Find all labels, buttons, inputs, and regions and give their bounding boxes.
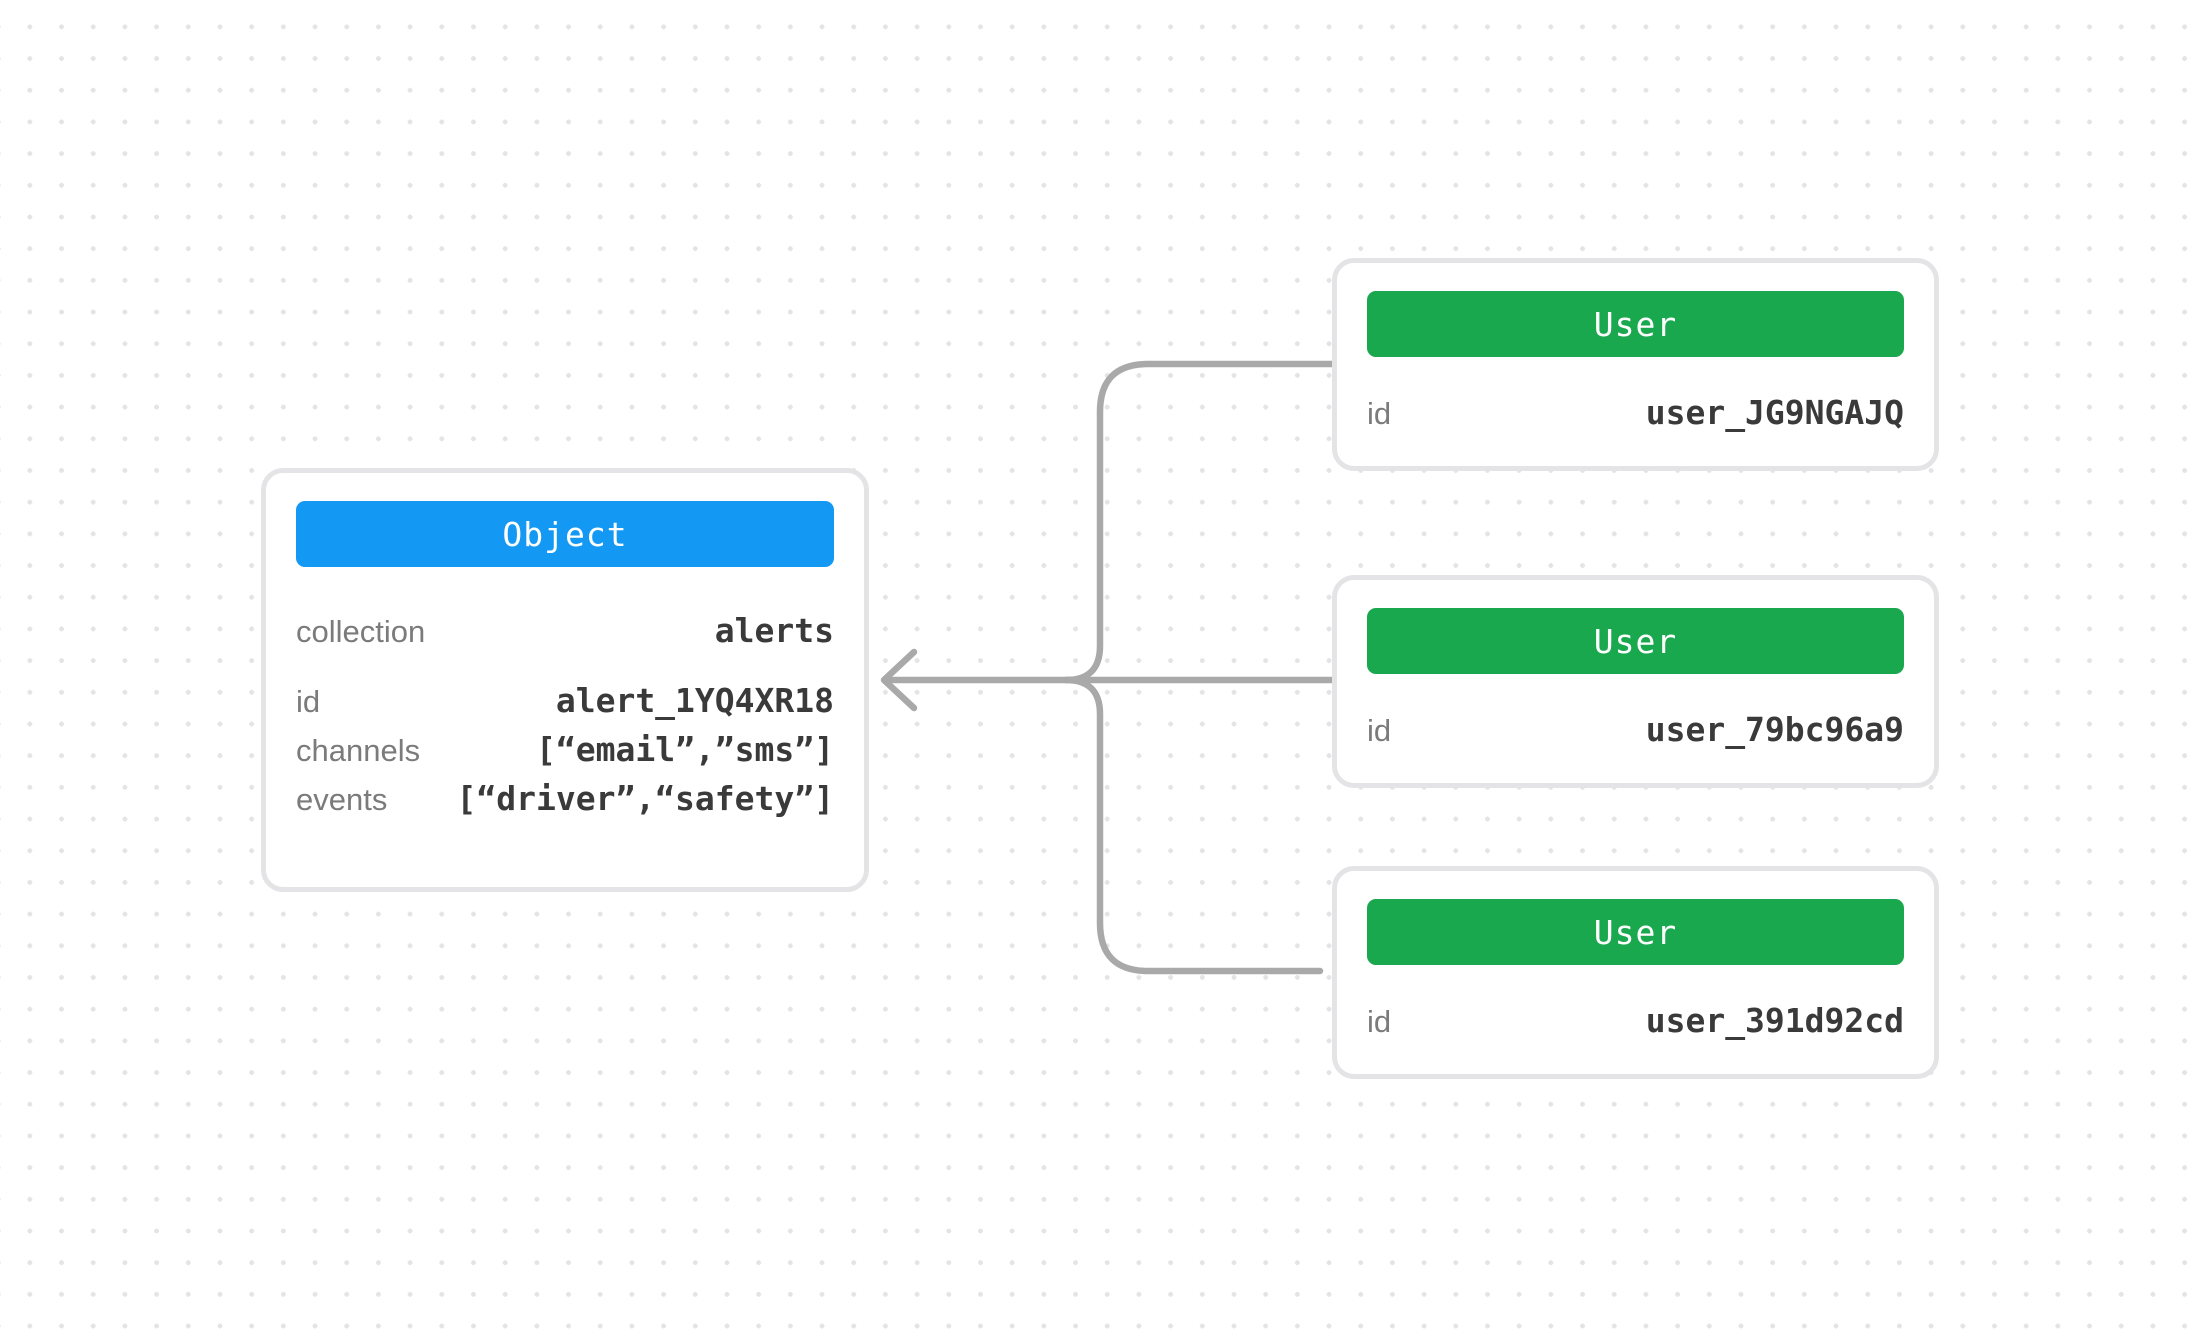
user-node-body: id user_JG9NGAJQ [1337, 391, 1934, 436]
field-label: id [1367, 1004, 1392, 1039]
field-label: collection [296, 614, 426, 649]
user-node-title: User [1593, 912, 1678, 952]
field-value: alert_1YQ4XR18 [555, 681, 834, 720]
user-node-header: User [1367, 291, 1904, 357]
user-node-body: id user_79bc96a9 [1337, 708, 1934, 753]
field-label: id [296, 684, 321, 719]
field-label: channels [296, 733, 421, 768]
user-node-header: User [1367, 899, 1904, 965]
field-label: id [1367, 396, 1392, 431]
field-value: [“driver”,“safety”] [456, 779, 835, 818]
user-node-header: User [1367, 608, 1904, 674]
field-row-id: id user_JG9NGAJQ [1367, 391, 1904, 436]
user-node-title: User [1593, 621, 1678, 661]
field-value: alerts [714, 611, 834, 650]
object-node-body: collection alerts id alert_1YQ4XR18 chan… [266, 607, 864, 824]
object-node-title: Object [502, 514, 628, 554]
field-row-collection: collection alerts [296, 607, 834, 656]
field-value: user_JG9NGAJQ [1645, 393, 1904, 432]
field-row-id: id alert_1YQ4XR18 [296, 677, 834, 726]
field-row-id: id user_391d92cd [1367, 999, 1904, 1044]
user-node-2[interactable]: User id user_79bc96a9 [1332, 575, 1939, 788]
field-label: id [1367, 713, 1392, 748]
field-row-events: events [“driver”,“safety”] [296, 775, 834, 824]
user-node-1[interactable]: User id user_JG9NGAJQ [1332, 258, 1939, 471]
field-label: events [296, 782, 388, 817]
edge-user1-to-object [1062, 360, 1338, 684]
user-node-3[interactable]: User id user_391d92cd [1332, 866, 1939, 1079]
arrowhead-icon [880, 648, 918, 712]
edge-user3-to-object [1062, 676, 1324, 975]
object-node[interactable]: Object collection alerts id alert_1YQ4XR… [261, 468, 869, 892]
object-node-header: Object [296, 501, 834, 567]
user-node-body: id user_391d92cd [1337, 999, 1934, 1044]
field-value: user_391d92cd [1645, 1001, 1904, 1040]
field-value: user_79bc96a9 [1645, 710, 1904, 749]
user-node-title: User [1593, 304, 1678, 344]
field-row-id: id user_79bc96a9 [1367, 708, 1904, 753]
field-value: [“email”,”sms”] [535, 730, 834, 769]
field-row-channels: channels [“email”,”sms”] [296, 726, 834, 775]
